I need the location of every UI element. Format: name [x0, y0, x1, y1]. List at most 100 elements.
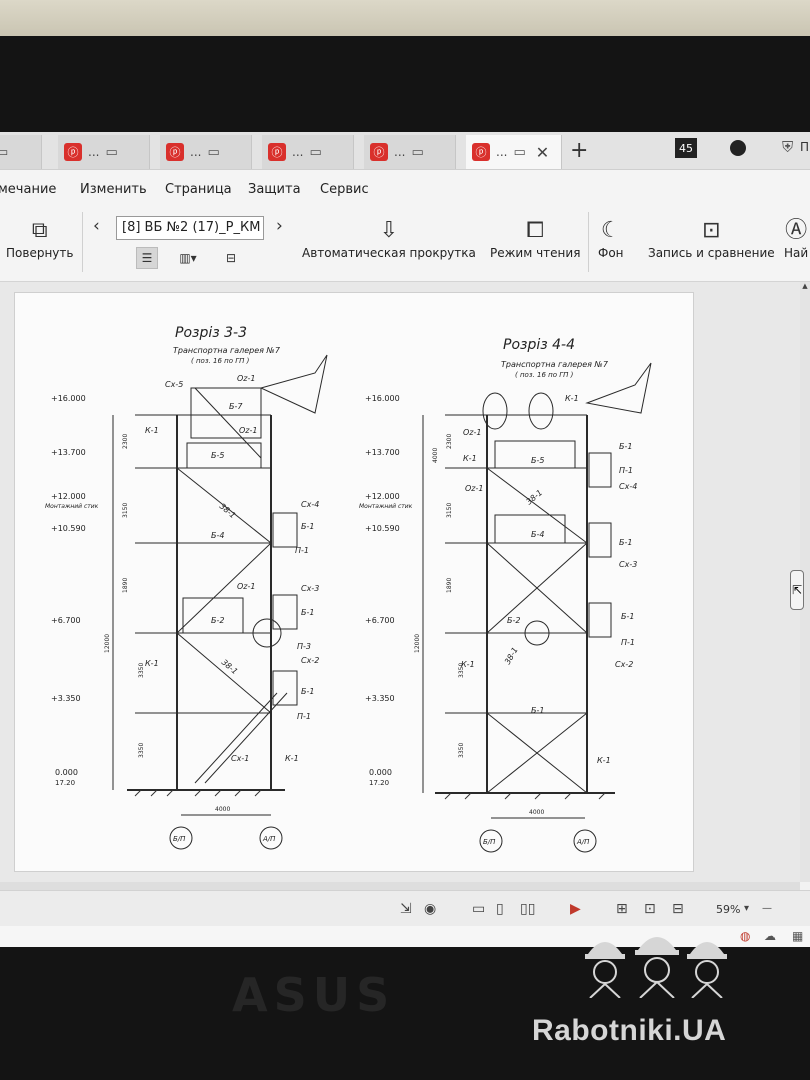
- cage: [272, 594, 298, 630]
- tab-label: ...: [496, 145, 508, 159]
- element-label: Б-5: [531, 456, 544, 465]
- view-single-icon[interactable]: ▭: [472, 901, 486, 917]
- gallery: [585, 362, 652, 414]
- two-page-view-icon[interactable]: ▥▾: [179, 251, 197, 265]
- dim-text: 3350: [458, 743, 465, 758]
- menu-item-edit[interactable]: Изменить: [80, 182, 147, 197]
- reading-mode-button[interactable]: ⧠ Режим чтения: [490, 216, 580, 260]
- view-double-icon[interactable]: ▯▯: [520, 901, 536, 917]
- level-sub: Монтажний стик: [359, 503, 413, 510]
- taskbar: ◍ ☁ ▦: [0, 926, 810, 947]
- element-label: Б-1: [301, 522, 314, 531]
- tab-active[interactable]: ⓟ ... ▭ ✕: [466, 135, 562, 169]
- close-tab-icon[interactable]: ✕: [535, 142, 550, 162]
- brace: [176, 632, 272, 714]
- stair: [194, 692, 278, 784]
- pdf-icon: ⓟ: [268, 143, 286, 161]
- tab-3[interactable]: ⓟ ... ▭: [262, 135, 354, 169]
- axis-label: А/П: [262, 835, 276, 843]
- actual-size-icon[interactable]: ⊞: [616, 901, 628, 917]
- menu-item-comment[interactable]: мечание: [0, 182, 57, 197]
- level-label: +16.000: [365, 394, 400, 403]
- gallery-label: Транспортна галерея №7: [173, 346, 281, 355]
- gallery: [259, 354, 328, 414]
- menu-item-service[interactable]: Сервис: [320, 182, 369, 197]
- fit-page-icon[interactable]: ⊡: [644, 901, 656, 917]
- eye-icon[interactable]: ◉: [424, 901, 437, 917]
- doc-name-field[interactable]: [8] ВБ №2 (17)_Р_КМ: [116, 216, 264, 240]
- marker-ellipse: [528, 392, 554, 430]
- shield-icon[interactable]: ⛨: [782, 138, 794, 156]
- dim-text: 3350: [138, 663, 145, 678]
- compare-icon: ⊡: [702, 218, 721, 243]
- status-bar: ⇲ ◉ ▭ ▯ ▯▯ ▶ ⊞ ⊡ ⊟ 59% ▾ —: [0, 890, 810, 926]
- brace: [486, 467, 588, 544]
- level-label: +6.700: [51, 616, 81, 625]
- stair: [194, 387, 262, 459]
- vertical-scrollbar[interactable]: [800, 282, 810, 882]
- menu-bar: мечание Изменить Страница Защита Сервис: [0, 170, 810, 204]
- level-label: 0.000: [369, 768, 392, 777]
- document-area[interactable]: Розріз 3-3 Розріз 4-4 Транспортна галере…: [0, 282, 800, 882]
- app-icon[interactable]: ◍: [740, 929, 751, 943]
- export-icon[interactable]: ⇲: [400, 901, 412, 917]
- cage: [588, 602, 612, 638]
- pdf-icon: ⓟ: [64, 143, 82, 161]
- wall-background: [0, 0, 810, 40]
- zoom-level[interactable]: 59%: [716, 903, 741, 916]
- record-icon[interactable]: [730, 140, 746, 156]
- menu-item-page[interactable]: Страница: [165, 182, 232, 197]
- rotate-button[interactable]: ⧉ Повернуть: [6, 216, 73, 260]
- element-label: 38-1: [220, 658, 240, 677]
- dim-text: 2300: [446, 434, 453, 449]
- element-label: Оz-1: [239, 426, 257, 435]
- brace: [176, 467, 272, 544]
- element-label: Оz-1: [465, 484, 483, 493]
- marker-ellipse: [482, 392, 508, 430]
- cloud-icon[interactable]: ☁: [764, 929, 776, 943]
- stair: [204, 692, 288, 784]
- auto-scroll-button[interactable]: ⇩ Автоматическая прокрутка: [302, 216, 476, 260]
- element-label: Б-4: [211, 531, 224, 540]
- tab-label: ...: [394, 145, 406, 159]
- prev-doc-icon[interactable]: ‹: [93, 216, 100, 236]
- moon-icon: ☾: [600, 218, 621, 243]
- element-label: П-1: [619, 466, 633, 475]
- tab-bar: ▭ ⓟ ... ▭ ⓟ ... ▭ ⓟ ... ▭ ⓟ ... ▭ ⓟ ... …: [0, 132, 810, 170]
- tab-0[interactable]: ▭: [0, 135, 42, 169]
- tab-2[interactable]: ⓟ ... ▭: [160, 135, 252, 169]
- element-label: Б-2: [507, 616, 520, 625]
- brace: [176, 542, 272, 634]
- find-button[interactable]: Ⓐ Най: [784, 216, 808, 260]
- continuous-view-icon[interactable]: ⊟: [225, 251, 237, 265]
- level-label: +10.590: [51, 524, 86, 533]
- tab-1[interactable]: ⓟ ... ▭: [58, 135, 150, 169]
- worker-hat-icon: [687, 942, 727, 998]
- tab-4[interactable]: ⓟ ... ▭: [364, 135, 456, 169]
- play-icon[interactable]: ▶: [570, 901, 581, 917]
- background-button[interactable]: ☾ Фон: [598, 216, 624, 260]
- next-doc-icon[interactable]: ›: [276, 216, 283, 236]
- background-label: Фон: [598, 246, 624, 260]
- gallery-sub: ( поз. 16 по ГП ): [515, 371, 574, 379]
- level-label: +12.000: [51, 492, 86, 501]
- single-page-view-icon[interactable]: ☰: [136, 247, 158, 269]
- horizontal-scrollbar[interactable]: [0, 882, 800, 890]
- profile-label[interactable]: П: [800, 140, 810, 154]
- counter-badge[interactable]: 45: [675, 138, 697, 158]
- axis-circle: [169, 826, 193, 850]
- view-continuous-icon[interactable]: ▯: [496, 901, 504, 917]
- element-label: Б-1: [301, 608, 314, 617]
- level-label: +13.700: [365, 448, 400, 457]
- new-tab-icon[interactable]: +: [570, 138, 589, 163]
- reading-mode-label: Режим чтения: [490, 246, 581, 260]
- zoom-dropdown-icon[interactable]: ▾: [744, 903, 750, 914]
- fit-width-icon[interactable]: ⊟: [672, 901, 684, 917]
- monitor-icon: ▭: [411, 144, 424, 160]
- zoom-out-icon[interactable]: —: [762, 903, 772, 914]
- monitor-icon: ▭: [207, 144, 220, 160]
- compare-button[interactable]: ⊡ Запись и сравнение: [648, 216, 775, 260]
- network-icon[interactable]: ▦: [792, 929, 804, 943]
- scroll-up-icon[interactable]: ▲: [802, 282, 808, 290]
- menu-item-protect[interactable]: Защита: [248, 182, 301, 197]
